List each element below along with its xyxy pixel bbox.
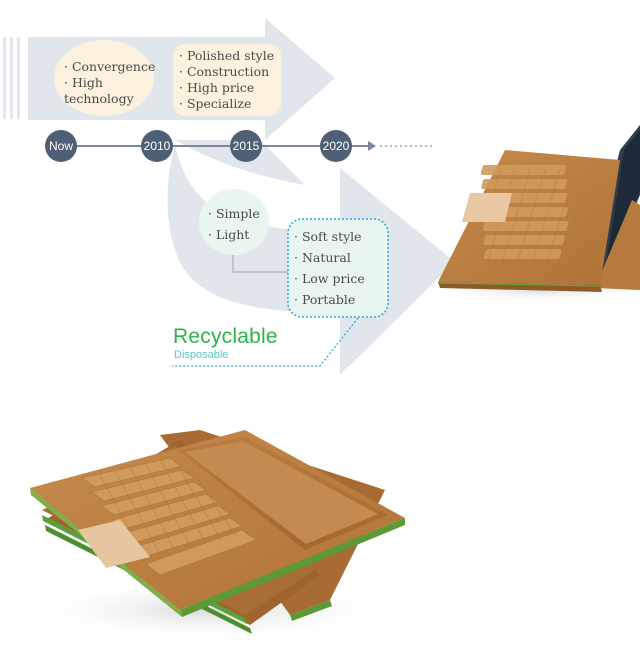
cardboard-laptop-side-view-image <box>430 125 640 302</box>
decorative-stripes <box>3 37 20 119</box>
bubble-item: Construction <box>179 64 283 80</box>
timeline-label-2010: 2010 <box>143 139 171 153</box>
bubble-item: Portable <box>294 289 388 310</box>
timeline-label-2015: 2015 <box>232 139 260 153</box>
bubble-item: Convergence <box>64 59 155 75</box>
bubble-item: Soft style <box>294 226 388 247</box>
timeline-label-2020: 2020 <box>322 139 350 153</box>
cardboard-laptop-stack-image <box>20 430 405 640</box>
bubble-item: Low price <box>294 268 388 289</box>
bubble-item: Polished style <box>179 48 283 64</box>
bubble-bullet: · <box>64 75 72 90</box>
recyclable-callout-line <box>172 317 359 367</box>
bubble-item: · High technology <box>64 75 144 107</box>
timeline-label-now: Now <box>48 139 73 153</box>
bubble-item: Specialize <box>179 96 283 112</box>
lower-left-bubble: Simple Light <box>208 203 272 245</box>
timeline-arrowhead <box>368 141 376 151</box>
bubble-item: Simple <box>208 203 272 224</box>
bubble-item: High price <box>179 80 283 96</box>
bubble-item: Natural <box>294 247 388 268</box>
bubble-item-text: High technology <box>64 75 134 106</box>
upper-right-bubble: Polished style Construction High price S… <box>179 48 283 112</box>
connector-line <box>232 255 290 273</box>
timeline-node-now <box>45 130 77 162</box>
bubble-item: Light <box>208 224 272 245</box>
disposable-label: Disposable <box>174 349 229 361</box>
upper-left-bubble: Convergence · High technology <box>64 59 155 107</box>
timeline-node-2010 <box>141 130 173 162</box>
timeline-node-2020 <box>320 130 352 162</box>
timeline-node-2015 <box>230 130 262 162</box>
lower-right-bubble: Soft style Natural Low price Portable <box>294 226 388 310</box>
recyclable-label: Recyclable <box>173 325 278 348</box>
